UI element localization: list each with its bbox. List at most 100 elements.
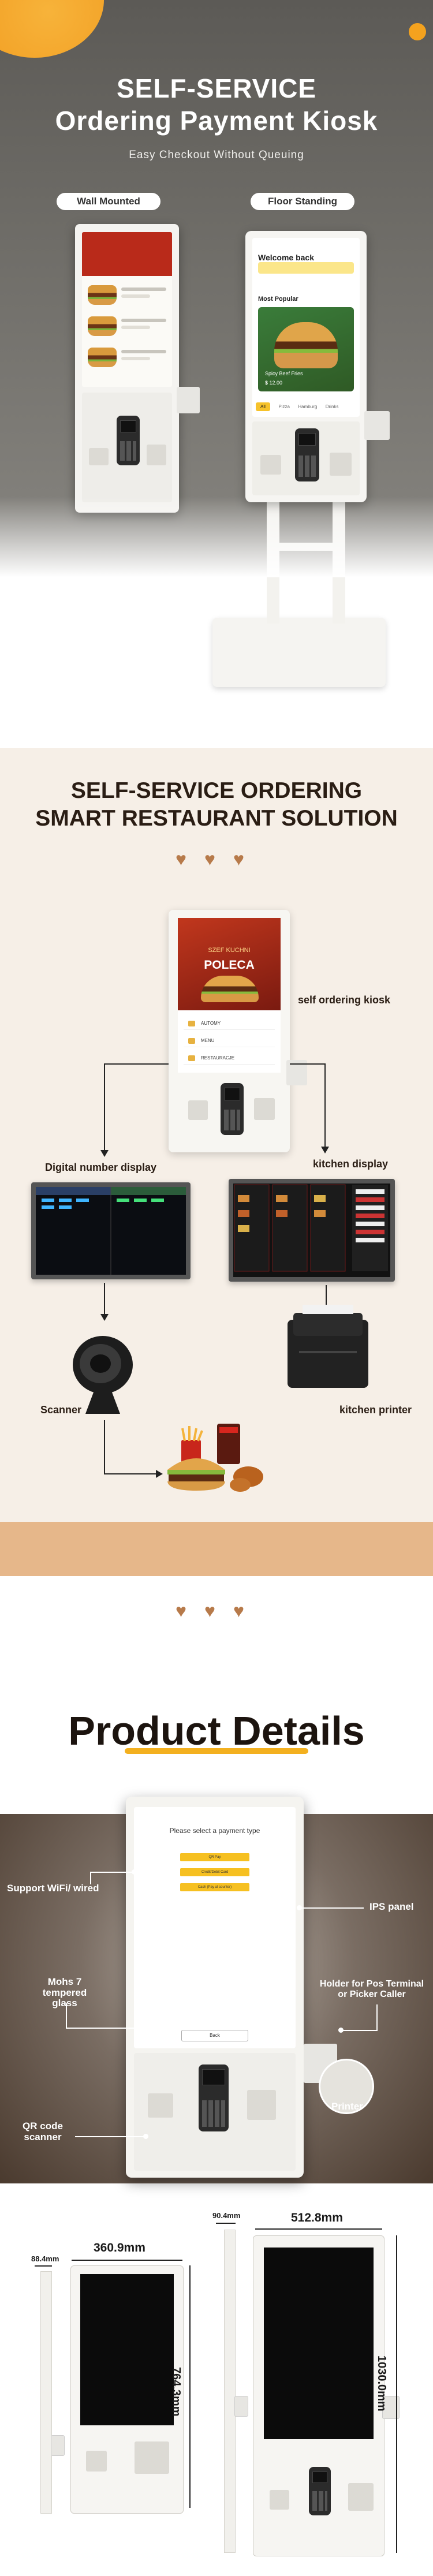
wall-mounted-kiosk-image: [75, 224, 200, 513]
wall-kiosk-side-view: [40, 2271, 52, 2514]
heart-icon: ♥: [176, 1600, 186, 1621]
fast-food-meal-image: [162, 1424, 266, 1493]
tab-all[interactable]: All: [256, 402, 270, 412]
connector-line: [104, 1063, 169, 1065]
printer-slot: [348, 2483, 374, 2511]
kitchen-order-tickets: [234, 1184, 388, 1272]
connector-line: [104, 1420, 105, 1474]
kiosk-menu-item[interactable]: AUTOMY: [184, 1017, 275, 1030]
stand-leg: [267, 577, 279, 624]
callout-line: [342, 2030, 378, 2031]
kiosk-menu-item[interactable]: RESTAURACJE: [184, 1052, 275, 1065]
kitchen-printer-image: [288, 1305, 368, 1388]
solution-title-line2: SMART RESTAURANT SOLUTION: [35, 806, 398, 831]
printer-slot: [147, 445, 166, 465]
featured-food-card: Spicy Beef Fries $ 12.00: [258, 307, 354, 391]
floor-depth-label: 90.4mm: [212, 2211, 241, 2220]
heart-icon: ♥: [204, 1600, 215, 1621]
cash-pay-button[interactable]: Cash (Pay at counter): [180, 1883, 249, 1891]
callout-dot: [135, 2025, 140, 2030]
callout-line: [376, 2004, 378, 2031]
digital-number-display-image: [31, 1182, 191, 1279]
callout-wifi: Support WiFi/ wired: [7, 1883, 99, 1894]
heart-icon: ♥: [176, 849, 186, 869]
wall-kiosk-front-view: [70, 2265, 184, 2514]
menu-banner: [82, 232, 172, 276]
callout-line: [66, 2003, 67, 2029]
dimension-line: [35, 2265, 52, 2267]
printer-slot: [247, 2090, 276, 2120]
welcome-text: Welcome back: [258, 253, 315, 262]
pos-terminal: [295, 428, 319, 481]
label-kitchen-display: kitchen display: [313, 1158, 389, 1170]
promo-heading: POLECA: [204, 958, 255, 972]
barcode-scanner-image: [68, 1330, 143, 1417]
tab-pizza[interactable]: Pizza: [278, 404, 290, 410]
tab-drinks[interactable]: Drinks: [325, 404, 339, 410]
featured-item-price: $ 12.00: [265, 380, 283, 386]
floor-kiosk-screen: Welcome back Most Popular Spicy Beef Fri…: [252, 238, 360, 417]
callout-dot: [143, 2134, 148, 2139]
callout-line: [90, 1872, 134, 1873]
callout-line: [66, 2028, 137, 2029]
tab-hamburg[interactable]: Hamburg: [298, 404, 318, 410]
callout-glass-line1: Mohs 7: [47, 1976, 82, 1987]
connector-line: [104, 1473, 157, 1474]
heart-icon: ♥: [204, 849, 215, 869]
pos-terminal: [199, 2064, 229, 2131]
side-bracket: [51, 2435, 65, 2456]
arrow-down-icon: [321, 1147, 329, 1153]
callout-dot: [297, 1905, 302, 1910]
heart-icon: ♥: [233, 1600, 244, 1621]
product-kiosk-image: Please select a payment type QR Pay Cred…: [126, 1797, 304, 2178]
callout-dot: [132, 1869, 137, 1875]
kiosk-menu-item[interactable]: MENU: [184, 1035, 275, 1047]
orange-circle-decoration: [0, 0, 104, 58]
burger-icon: [274, 322, 338, 368]
connector-line: [290, 1063, 326, 1065]
qr-scanner-window: [270, 2490, 289, 2510]
promo-subheading: SZEF KUCHNI: [208, 947, 251, 954]
pos-holder-bracket: [364, 411, 390, 440]
hero-title-line2: Ordering Payment Kiosk: [55, 106, 378, 136]
category-tabs: All Pizza Hamburg Drinks: [256, 402, 357, 413]
title-underline: [125, 1748, 308, 1754]
product-details-title: Product Details: [68, 1708, 365, 1753]
callout-line: [75, 2136, 144, 2137]
stand-leg: [333, 577, 345, 624]
hero-section: SELF-SERVICE Ordering Payment Kiosk Easy…: [0, 0, 433, 577]
callout-glass: Mohs 7 tempered glass: [30, 1976, 99, 2009]
callout-ips: IPS panel: [369, 1901, 414, 1912]
solution-title-line1: SELF-SERVICE ORDERING: [70, 778, 363, 803]
stand-base: [212, 618, 386, 687]
label-digital-number-display: Digital number display: [45, 1162, 157, 1173]
floor-kiosk-base: [252, 421, 360, 495]
pos-terminal: [117, 416, 140, 465]
callout-holder: Holder for Pos Terminal or Picker Caller: [311, 1979, 433, 1999]
order-number-grid: [36, 1187, 186, 1275]
card-pay-button[interactable]: Credit/Debit Card: [180, 1868, 249, 1876]
dimension-line: [72, 2260, 182, 2261]
printer-slot: [135, 2441, 169, 2474]
printer-slot: [330, 453, 352, 476]
wall-height-label: 764.3mm: [170, 2367, 182, 2417]
arrow-right-icon: [156, 1470, 163, 1478]
back-button[interactable]: Back: [181, 2030, 248, 2041]
kiosk-menu-label: AUTOMY: [201, 1021, 221, 1026]
kiosk-lower-panel: [134, 2053, 296, 2171]
hero-subtitle: Easy Checkout Without Queuing: [129, 149, 304, 161]
callout-holder-line2: or Picker Caller: [338, 1989, 406, 1999]
menu-row: [88, 314, 166, 342]
label-kitchen-printer: kitchen printer: [339, 1404, 412, 1416]
floor-standing-tag: Floor Standing: [251, 193, 354, 210]
callout-printer: Printer: [331, 2101, 363, 2112]
arrow-down-icon: [100, 1314, 109, 1321]
most-popular-heading: Most Popular: [258, 296, 298, 303]
qr-scanner-window: [148, 2093, 173, 2118]
wall-width-label: 360.9mm: [94, 2241, 145, 2254]
floor-width-label: 512.8mm: [291, 2211, 343, 2224]
qr-pay-button[interactable]: QR Pay: [180, 1853, 249, 1861]
hero-title-line1: SELF-SERVICE: [117, 73, 316, 103]
payment-screen: Please select a payment type QR Pay Cred…: [134, 1807, 296, 2048]
